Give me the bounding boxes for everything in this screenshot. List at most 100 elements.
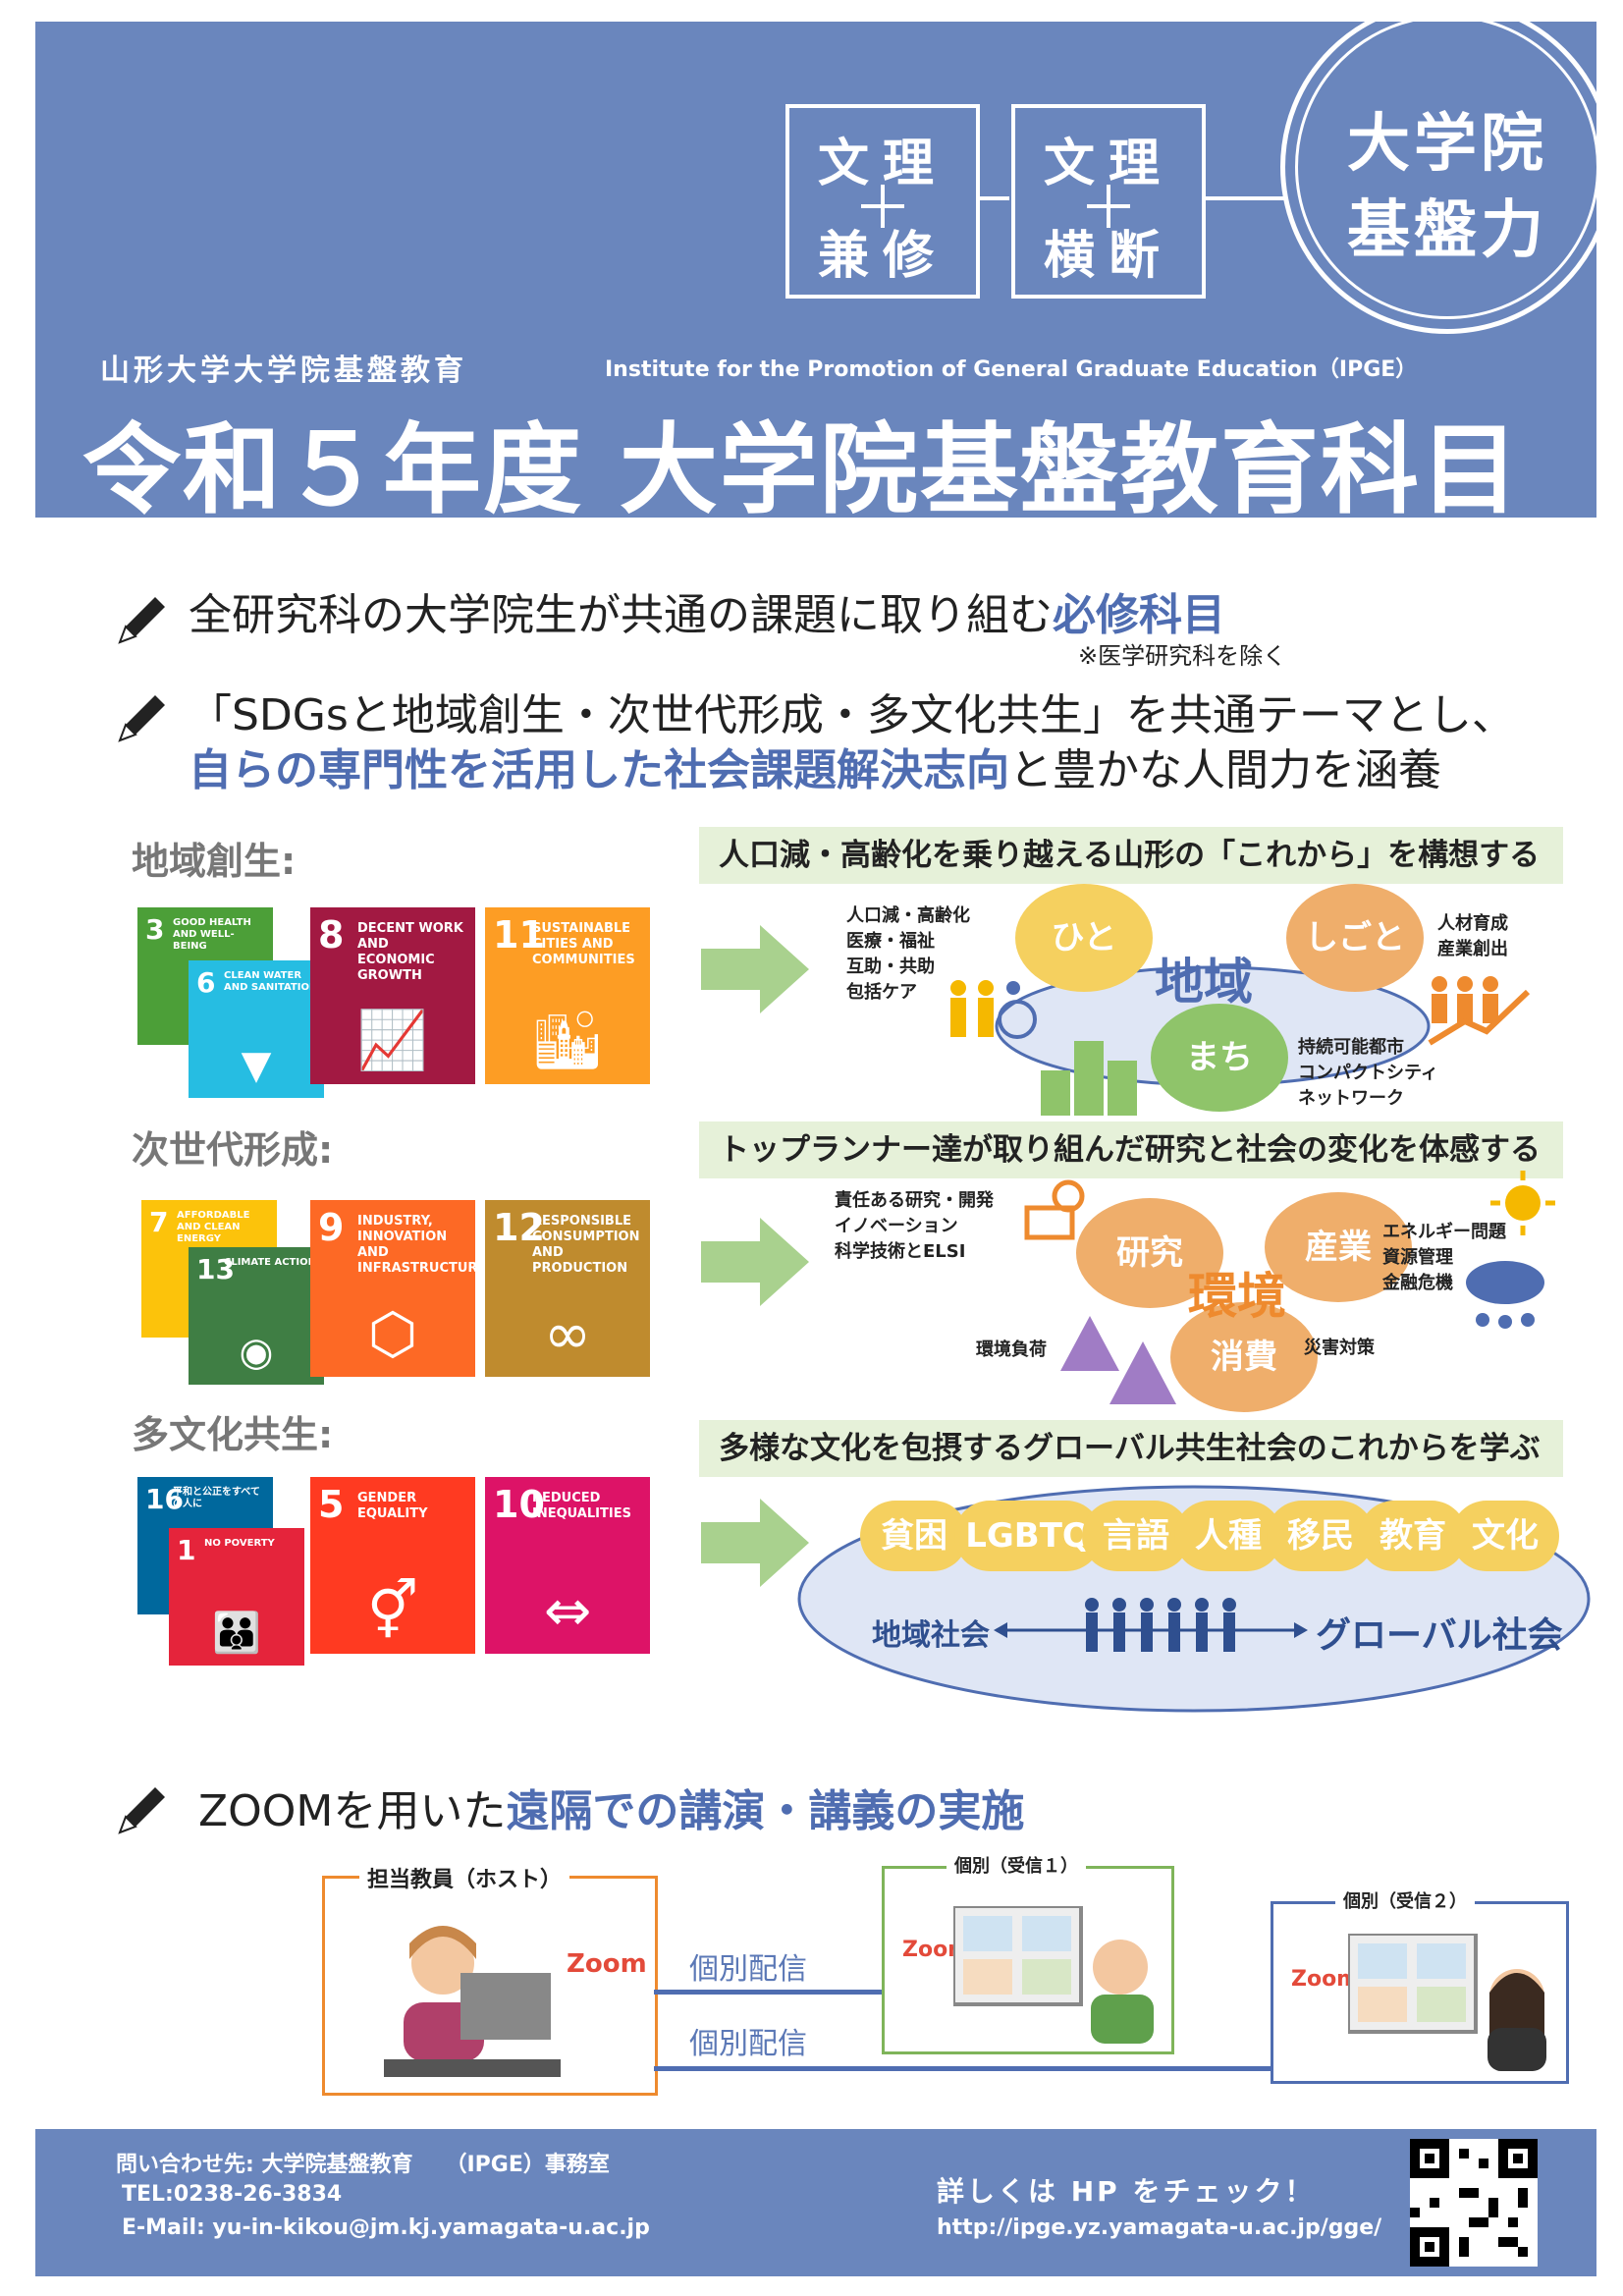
sdg-goal-tile: 5 GENDER EQUALITY ⚥: [310, 1477, 475, 1654]
sdg-label: NO POVERTY: [204, 1538, 275, 1549]
rain-cloud-icon: [1466, 1261, 1544, 1329]
bubble-shigoto: しごと: [1286, 884, 1424, 992]
pill-culture: 文化: [1451, 1501, 1559, 1571]
bullet-theme-line2: 自らの専門性を活用した社会課題解決志向と豊かな人間力を涵養: [189, 745, 1441, 795]
sdg-goal-icon: ⇔: [543, 1577, 592, 1644]
connector-line: [1206, 196, 1284, 200]
host-box: Zoom: [322, 1876, 658, 2096]
sdg-goal-icon: ◉: [239, 1330, 274, 1375]
banner-regional: 人口減・高齢化を乗り越える山形の「これから」を構想する: [699, 827, 1563, 884]
sdg-number: 13: [196, 1253, 235, 1285]
sdg-label: GENDER EQUALITY: [357, 1491, 428, 1521]
box1-bottom-text: 兼修: [817, 226, 947, 286]
banner-multicultural: 多様な文化を包摂するグローバル共生社会のこれからを学ぶ: [699, 1420, 1563, 1477]
sdg-number: 9: [318, 1206, 345, 1249]
receiver2-box: Zoom: [1271, 1901, 1569, 2084]
sdg-goal-icon: 🏙: [531, 1007, 604, 1073]
workers-growth-icon: [1428, 976, 1531, 1046]
pencil-icon: [118, 597, 165, 644]
bubble-hito: ひと: [1015, 884, 1153, 992]
plus-icon: [861, 185, 904, 228]
contact-label: 問い合わせ先: 大学院基盤教育 （IPGE）事務室: [116, 2153, 610, 2177]
sdg-number: 11: [493, 913, 545, 957]
qr-code-icon[interactable]: [1410, 2139, 1538, 2267]
bullet-required-course: 全研究科の大学院生が共通の課題に取り組む必修科目: [189, 590, 1225, 640]
pill-education: 教育: [1359, 1501, 1467, 1571]
sun-icon: [1490, 1171, 1555, 1235]
sdg-number: 6: [196, 966, 216, 999]
next-gen-left-text: 責任ある研究・開発 イノベーション 科学技術とELSI: [835, 1190, 994, 1262]
sdg-goal-tile: 9 INDUSTRY, INNOVATION AND INFRASTRUCTURE…: [310, 1200, 475, 1377]
receiver-screen-icon: [1348, 1934, 1546, 2071]
receiver2-label: 個別（受信２）: [1335, 1887, 1475, 1913]
delivery-line-2: [654, 2066, 1271, 2071]
sdg-label: CLIMATE ACTION: [224, 1257, 316, 1268]
arrow-right-icon: [701, 1218, 809, 1306]
graduate-foundation-circle: 大学院 基盤力: [1280, 22, 1596, 334]
org-name-jp: 山形大学大学院基盤教育: [100, 354, 467, 388]
hp-check-text: 詳しくは HP をチェック！: [937, 2175, 1316, 2208]
org-name-en: Institute for the Promotion of General G…: [605, 357, 1418, 382]
delivery-label-1: 個別配信: [689, 1952, 807, 1987]
disaster-response-label: 災害対策: [1304, 1338, 1375, 1358]
connector-line: [980, 196, 1009, 200]
regional-left-text: 人口減・高齢化 医療・福祉 互助・共助 包括ケア: [846, 905, 970, 1003]
website-url-link[interactable]: http://ipge.yz.yamagata-u.ac.jp/gge/: [937, 2215, 1382, 2240]
bubble-research: 研究: [1076, 1198, 1223, 1308]
banner-next-generation: トップランナー達が取り組んだ研究と社会の変化を体感する: [699, 1121, 1563, 1178]
buildings-icon: [1041, 1041, 1137, 1116]
research-computer-icon: [1024, 1179, 1085, 1240]
sdg-label: INDUSTRY, INNOVATION AND INFRASTRUCTURE: [357, 1214, 475, 1276]
next-gen-right-text: エネルギー問題 資源管理 金融危機: [1382, 1222, 1506, 1293]
sdg-label: SUSTAINABLE CITIES AND COMMUNITIES: [532, 921, 635, 967]
sdg-number: 7: [149, 1206, 169, 1238]
sdg-number: 8: [318, 913, 345, 957]
sdg-goal-icon: 👪: [212, 1611, 261, 1656]
receiver1-label: 個別（受信１）: [947, 1852, 1086, 1878]
sdg-number: 5: [318, 1483, 345, 1526]
pill-race: 人種: [1174, 1501, 1282, 1571]
environment-center-label: 環境: [1188, 1268, 1286, 1325]
section-label-regional: 地域創生:: [132, 840, 297, 883]
plus-icon: [1087, 185, 1130, 228]
page-title: 令和５年度 大学院基盤教育科目: [82, 412, 1521, 518]
region-center-label: 地域: [1155, 954, 1253, 1011]
bullet-theme-line1: 「SDGsと地域創生・次世代形成・多文化共生」を共通テーマとし、: [189, 690, 1515, 740]
global-society-label: グローバル社会: [1316, 1615, 1563, 1656]
people-crowd-arrow-icon: [994, 1598, 1308, 1652]
arrow-right-icon: [701, 925, 809, 1013]
sdg-goal-icon: ⬡: [367, 1300, 418, 1367]
pencil-icon: [118, 695, 165, 742]
hazard-triangle-icon: [1060, 1316, 1176, 1404]
pill-poverty: 貧困: [860, 1501, 968, 1571]
sdg-number: 12: [493, 1206, 545, 1249]
email-link[interactable]: E-Mail: yu-in-kikou@jm.kj.yamagata-u.ac.…: [122, 2215, 650, 2240]
pill-lgbtq: LGBTQ: [954, 1501, 1102, 1571]
sdg-label: REDUCED INEQUALITIES: [532, 1491, 631, 1521]
sdg-goal-icon: ∞: [543, 1300, 592, 1367]
sdg-goal-icon: ⚥: [366, 1577, 419, 1644]
pill-immigration: 移民: [1267, 1501, 1375, 1571]
footer: 問い合わせ先: 大学院基盤教育 （IPGE）事務室 TEL:0238-26-38…: [35, 2129, 1596, 2276]
sdg-label: DECENT WORK AND ECONOMIC GROWTH: [357, 921, 463, 983]
delivery-label-2: 個別配信: [689, 2027, 807, 2061]
sdg-number: 10: [493, 1483, 545, 1526]
box1-top-text: 文理: [817, 134, 947, 193]
sdg-goal-tile: 8 DECENT WORK AND ECONOMIC GROWTH 📈: [310, 907, 475, 1084]
section-label-multicultural: 多文化共生:: [132, 1413, 334, 1456]
bubble-industry: 産業: [1265, 1192, 1412, 1302]
regional-bottom-text: 持続可能都市 コンパクトシティ ネットワーク: [1298, 1037, 1438, 1109]
teacher-laptop-icon: [384, 1926, 561, 2077]
sdg-number: 16: [145, 1483, 184, 1515]
medical-exclusion-note: ※医学研究科を除く: [1078, 642, 1287, 670]
sdg-goal-icon: 📈: [356, 1007, 429, 1073]
sdg-label: AFFORDABLE AND CLEAN ENERGY: [177, 1210, 250, 1244]
delivery-line-1: [654, 1990, 882, 1995]
arrow-right-icon: [701, 1499, 809, 1587]
section-label-next-generation: 次世代形成:: [132, 1128, 334, 1172]
